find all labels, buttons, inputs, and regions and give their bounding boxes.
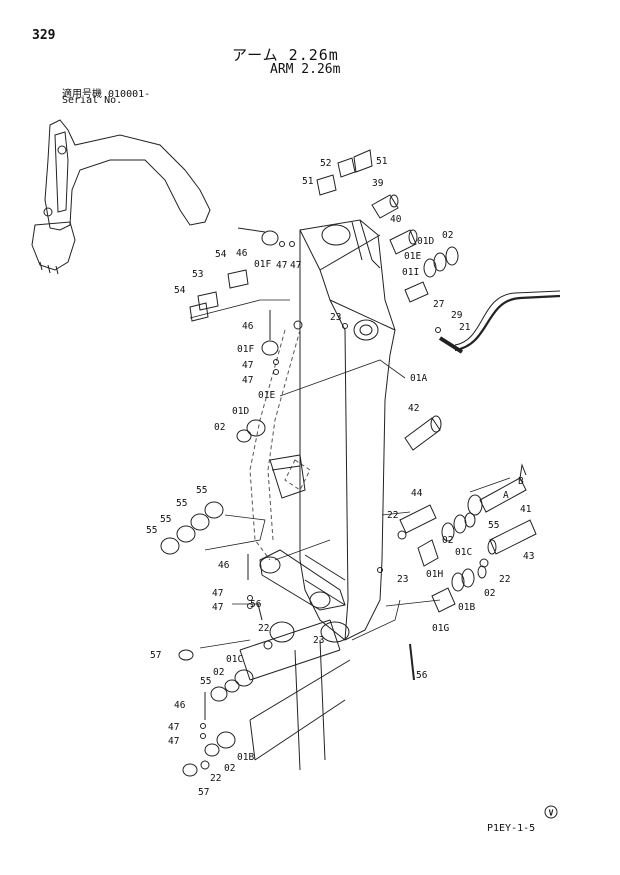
callout-47: 47 xyxy=(242,360,253,371)
callout-39: 39 xyxy=(372,178,384,189)
callout-B: B xyxy=(518,476,524,487)
callout-02: 02 xyxy=(442,230,453,241)
callout-01E: 01E xyxy=(258,390,275,401)
callout-46: 46 xyxy=(174,700,186,711)
callout-01A: 01A xyxy=(410,373,427,384)
callout-01C: 01C xyxy=(455,547,472,558)
callout-22: 22 xyxy=(499,574,510,585)
callout-40: 40 xyxy=(390,214,402,225)
callout-23: 23 xyxy=(397,574,408,585)
callout-01H: 01H xyxy=(426,569,443,580)
callout-44: 44 xyxy=(411,488,423,499)
link-assembly xyxy=(239,549,351,771)
callout-01B: 01B xyxy=(237,752,254,763)
footer-code: P1EY-1-5 xyxy=(487,823,536,834)
serial-label-english: Serial No. xyxy=(62,95,123,106)
excavator-thumbnail xyxy=(31,119,211,275)
callout-55: 55 xyxy=(176,498,187,509)
title-english: ARM 2.26m xyxy=(270,62,341,77)
callout-47: 47 xyxy=(168,736,179,747)
leader-lines xyxy=(189,299,511,649)
bucket-cylinder xyxy=(269,454,306,499)
callout-47: 47 xyxy=(168,722,179,733)
callout-01D: 01D xyxy=(232,406,249,417)
callout-01C: 01C xyxy=(226,654,243,665)
callout-01F: 01F xyxy=(254,259,271,270)
callout-55: 55 xyxy=(488,520,499,531)
callout-47: 47 xyxy=(276,260,287,271)
callout-46: 46 xyxy=(236,248,248,259)
callout-labels: 51 51 52 39 40 01D 02 01E 01I 46 01F 47 … xyxy=(146,156,534,798)
callout-22: 22 xyxy=(210,773,221,784)
boom-outline xyxy=(249,329,311,561)
callout-57: 57 xyxy=(150,650,161,661)
callout-54: 54 xyxy=(174,285,186,296)
callout-46: 46 xyxy=(218,560,230,571)
corner-mark-v: V xyxy=(544,805,558,819)
callout-56: 56 xyxy=(250,599,262,610)
callout-53: 53 xyxy=(192,269,203,280)
callout-47: 47 xyxy=(212,602,223,613)
callout-51: 51 xyxy=(302,176,314,187)
callout-01D: 01D xyxy=(417,236,434,247)
bolts xyxy=(200,227,441,739)
callout-22: 22 xyxy=(387,510,398,521)
serial-label-japanese: 適用号機 010001- xyxy=(62,89,151,100)
corner-mark-label: V xyxy=(549,809,554,818)
callout-57: 57 xyxy=(198,787,209,798)
callout-01E: 01E xyxy=(404,251,421,262)
callout-23: 23 xyxy=(330,312,341,323)
callout-55: 55 xyxy=(146,525,157,536)
callout-02: 02 xyxy=(442,535,453,546)
callout-01B: 01B xyxy=(458,602,475,613)
callout-23: 23 xyxy=(313,635,324,646)
callout-27: 27 xyxy=(433,299,444,310)
callout-47: 47 xyxy=(242,375,253,386)
pins-and-bushings xyxy=(178,194,537,777)
arm-body xyxy=(293,219,396,643)
callout-47: 47 xyxy=(212,588,223,599)
callout-02: 02 xyxy=(213,667,224,678)
callout-29: 29 xyxy=(451,310,463,321)
callout-51: 51 xyxy=(376,156,388,167)
callout-01I: 01I xyxy=(402,267,419,278)
callout-46: 46 xyxy=(242,321,254,332)
callout-01G: 01G xyxy=(432,623,449,634)
callout-A: A xyxy=(503,490,509,501)
callout-55: 55 xyxy=(200,676,211,687)
callout-54: 54 xyxy=(215,249,227,260)
title-japanese: アーム 2.26m xyxy=(232,46,339,64)
callout-55: 55 xyxy=(196,485,207,496)
hydraulic-hose xyxy=(438,290,561,354)
callout-55: 55 xyxy=(160,514,171,525)
callout-56: 56 xyxy=(416,670,428,681)
callout-52: 52 xyxy=(320,158,331,169)
callout-43: 43 xyxy=(523,551,534,562)
shim-plates xyxy=(160,149,373,702)
callout-22: 22 xyxy=(258,623,269,634)
callout-47: 47 xyxy=(290,260,301,271)
callout-41: 41 xyxy=(520,504,532,515)
callout-01F: 01F xyxy=(237,344,254,355)
page-number: 329 xyxy=(32,28,56,43)
callout-02: 02 xyxy=(224,763,235,774)
callout-02: 02 xyxy=(214,422,225,433)
callout-42: 42 xyxy=(408,403,419,414)
callout-02: 02 xyxy=(484,588,495,599)
callout-21: 21 xyxy=(459,322,471,333)
